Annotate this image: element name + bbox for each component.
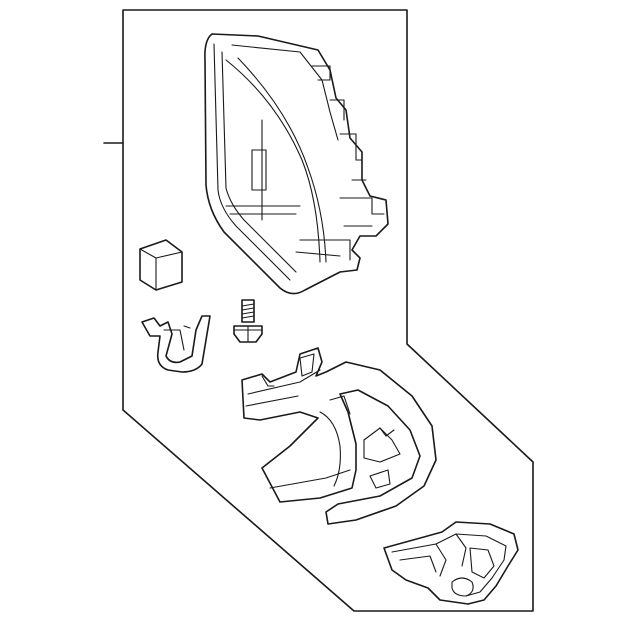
mounting-bolt bbox=[233, 299, 263, 343]
mirror-housing-assembly bbox=[204, 33, 389, 295]
mirror-glass-cover-block bbox=[139, 239, 183, 291]
turn-signal-lamp-housing bbox=[383, 521, 519, 605]
mirror-cover-cap bbox=[241, 347, 437, 525]
retaining-clip bbox=[141, 315, 211, 373]
assembly-border bbox=[122, 9, 534, 612]
